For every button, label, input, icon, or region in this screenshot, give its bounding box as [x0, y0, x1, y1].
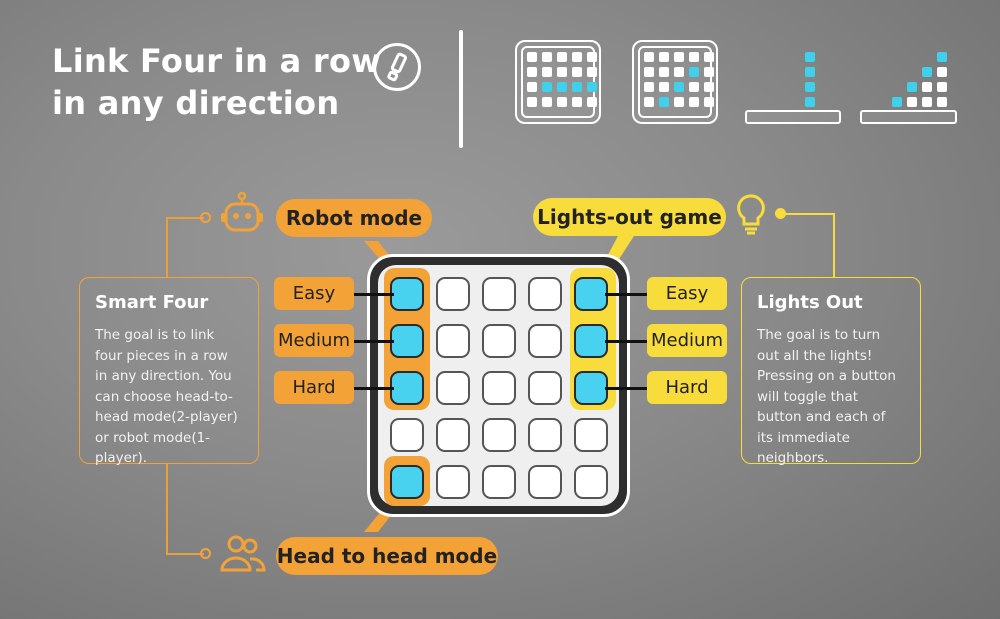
board-button[interactable] [574, 465, 608, 499]
vertical-win-illustration [745, 40, 841, 126]
board-button[interactable] [528, 418, 562, 452]
robot-mode-label: Robot mode [276, 199, 432, 237]
smart-four-card: Smart Four The goal is to link four piec… [79, 277, 259, 466]
level-connector [605, 340, 649, 343]
connector-line [166, 217, 204, 219]
board-button[interactable] [528, 465, 562, 499]
board-button[interactable] [482, 371, 516, 405]
board-button[interactable] [436, 371, 470, 405]
two-people-icon [216, 532, 268, 576]
smart-four-description: The goal is to link four pieces in a row… [95, 327, 238, 466]
board-button[interactable] [482, 465, 516, 499]
connector-dot [200, 548, 211, 559]
connector-line [166, 217, 168, 277]
board-button[interactable] [436, 277, 470, 311]
robot-medium-label: Medium [274, 324, 354, 357]
connector-line [833, 213, 835, 277]
board-button[interactable] [436, 465, 470, 499]
robot-hard-label: Hard [274, 371, 354, 404]
board-button[interactable] [390, 465, 424, 499]
lights-out-hard-label: Hard [647, 371, 727, 404]
board-button[interactable] [574, 277, 608, 311]
board-button[interactable] [574, 324, 608, 358]
headline: Link Four in a row in any direction [52, 40, 381, 124]
board-button[interactable] [390, 418, 424, 452]
head-to-head-mode-label: Head to head mode [276, 537, 498, 575]
level-connector [354, 340, 394, 343]
lightbulb-icon [731, 192, 771, 236]
horizontal-win-illustration [515, 40, 601, 124]
level-connector [354, 293, 394, 296]
board-button[interactable] [390, 371, 424, 405]
connector-line [783, 213, 835, 215]
board-button[interactable] [436, 418, 470, 452]
lights-out-game-label: Lights-out game [533, 198, 726, 236]
robot-icon [218, 191, 266, 237]
connector-line [166, 463, 168, 555]
lights-out-medium-label: Medium [647, 324, 727, 357]
connector-dot [200, 212, 211, 223]
board-button[interactable] [482, 277, 516, 311]
headline-line-2: in any direction [52, 84, 340, 122]
lights-out-title: Lights Out [757, 292, 863, 313]
lights-out-card: Lights Out The goal is to turn out all t… [741, 277, 921, 466]
vertical-divider [459, 30, 463, 148]
board-button[interactable] [390, 277, 424, 311]
level-connector [605, 387, 649, 390]
board-button[interactable] [528, 324, 562, 358]
level-connector [605, 293, 649, 296]
robot-easy-label: Easy [274, 277, 354, 310]
board-button[interactable] [574, 371, 608, 405]
lights-out-easy-label: Easy [647, 277, 727, 310]
lights-out-description: The goal is to turn out all the lights! … [757, 327, 896, 466]
connector-line [166, 553, 204, 555]
button-grid [367, 254, 630, 517]
exclamation-circle-icon [373, 43, 421, 91]
level-connector [354, 387, 394, 390]
board-button[interactable] [574, 418, 608, 452]
board-button[interactable] [390, 324, 424, 358]
diagonal-win-illustration [632, 40, 718, 124]
staircase-win-illustration [860, 40, 957, 126]
board-button[interactable] [482, 324, 516, 358]
board-button[interactable] [528, 371, 562, 405]
board-button[interactable] [436, 324, 470, 358]
headline-line-1: Link Four in a row [52, 42, 382, 80]
connector-dot [775, 208, 786, 219]
board-button[interactable] [528, 277, 562, 311]
board-button[interactable] [482, 418, 516, 452]
smart-four-title: Smart Four [95, 292, 209, 313]
